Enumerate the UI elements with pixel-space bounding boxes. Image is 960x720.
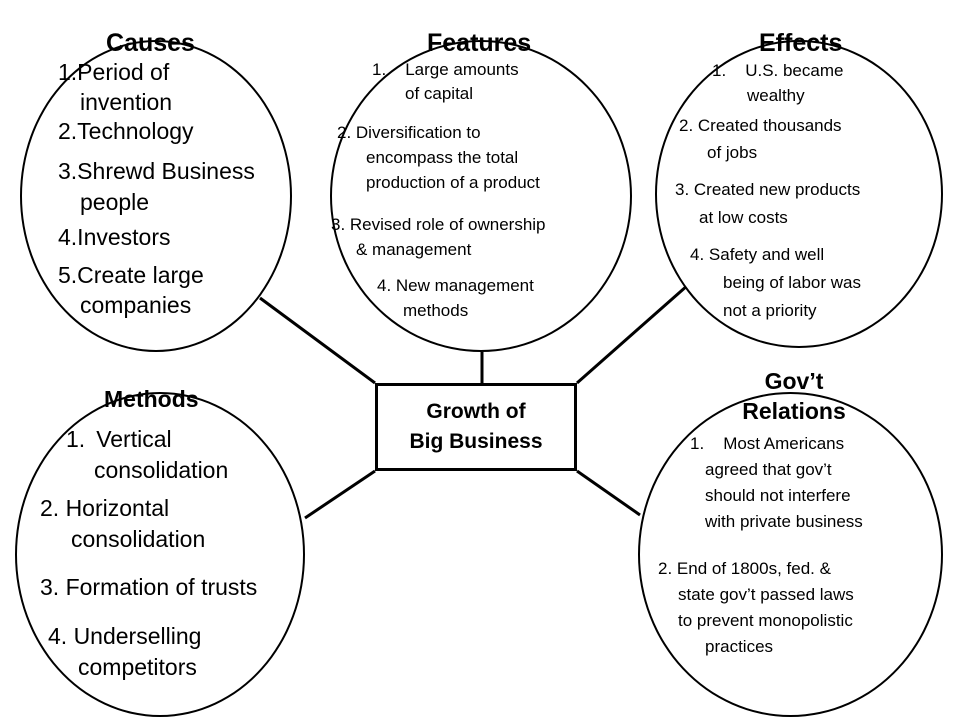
govt-ellipse <box>638 392 943 717</box>
effects-item-3: 3. Created new products at low costs <box>675 176 860 232</box>
features-ellipse <box>330 40 632 352</box>
causes-item-1-line1: 1.Period of <box>58 59 170 85</box>
features-item-3-line2: & management <box>356 240 472 259</box>
govt-item-1-line4: with private business <box>705 512 863 531</box>
govt-item-2-line3: to prevent monopolistic <box>678 611 853 630</box>
connector-methods <box>304 469 376 520</box>
methods-ellipse <box>15 392 305 717</box>
govt-item-1-line2: agreed that gov’t <box>705 460 832 479</box>
methods-item-1-line2: consolidation <box>94 457 229 483</box>
effects-title: Effects <box>759 29 843 57</box>
methods-item-3: 3. Formation of trusts <box>40 574 258 600</box>
govt-title-line1: Gov’t <box>764 368 824 394</box>
center-topic-box: Growth of Big Business <box>375 383 577 471</box>
govt-item-1-number: 1. <box>690 434 705 453</box>
govt-title: Gov’t Relations <box>726 366 862 426</box>
features-item-1-number: 1. <box>372 60 387 79</box>
features-item-3: 3. Revised role of ownership & managemen… <box>331 212 546 262</box>
methods-item-4-line1: 4. Underselling <box>48 623 202 649</box>
effects-item-3-line2: at low costs <box>699 208 788 227</box>
methods-item-4-line2: competitors <box>78 654 197 680</box>
govt-item-2: 2. End of 1800s, fed. & state gov’t pass… <box>658 556 854 660</box>
govt-item-2-line4: practices <box>705 637 774 656</box>
effects-item-3-line1: 3. Created new products <box>675 180 861 199</box>
features-item-4-line1: 4. New management <box>377 276 534 295</box>
effects-item-4-line3: not a priority <box>723 301 817 320</box>
govt-title-line2: Relations <box>742 398 846 424</box>
methods-item-1-line1: Vertical <box>96 426 172 452</box>
features-item-1-line1: Large amounts <box>405 60 519 79</box>
features-item-4: 4. New management methods <box>377 273 534 323</box>
connector-govt <box>576 469 641 517</box>
features-item-4-line2: methods <box>403 301 469 320</box>
methods-item-2: 2. Horizontal consolidation <box>40 493 205 555</box>
causes-item-3: 3.Shrewd Business people <box>58 156 255 218</box>
causes-item-2: 2.Technology <box>58 118 194 144</box>
effects-item-1: 1. U.S. became wealthy <box>712 58 843 108</box>
effects-ellipse <box>655 40 943 348</box>
effects-item-4-line2: being of labor was <box>723 273 861 292</box>
causes-item-3-line1: 3.Shrewd Business <box>58 158 255 184</box>
effects-item-2-line1: 2. Created thousands <box>679 116 842 135</box>
govt-item-2-line2: state gov’t passed laws <box>678 585 854 604</box>
causes-item-5-line2: companies <box>80 292 192 318</box>
connector-causes <box>259 296 376 385</box>
causes-item-1: 1.Period of invention <box>58 57 172 117</box>
effects-item-4: 4. Safety and well being of labor was no… <box>690 241 861 325</box>
causes-item-5-line1: 5.Create large <box>58 262 204 288</box>
methods-item-2-line2: consolidation <box>71 526 206 552</box>
effects-item-1-line1: U.S. became <box>745 61 844 80</box>
causes-item-1-line2: invention <box>80 89 173 115</box>
effects-item-2: 2. Created thousands of jobs <box>679 112 842 166</box>
center-title-line2: Big Business <box>409 430 543 453</box>
causes-item-3-line2: people <box>80 189 150 215</box>
features-item-2-line3: production of a product <box>366 173 540 192</box>
features-item-2-line2: encompass the total <box>366 148 519 167</box>
causes-item-4: 4.Investors <box>58 224 171 250</box>
features-item-1-line2: of capital <box>405 84 474 103</box>
causes-item-5: 5.Create large companies <box>58 260 204 320</box>
features-item-3-line1: 3. Revised role of ownership <box>331 215 546 234</box>
causes-ellipse <box>20 40 292 352</box>
center-title-line1: Growth of <box>426 399 526 423</box>
govt-item-1: 1. Most Americans agreed that gov’t shoul… <box>690 431 863 535</box>
features-item-1: 1. Large amounts of capital <box>372 58 519 106</box>
methods-item-1-number: 1. <box>66 426 86 452</box>
features-item-2: 2. Diversification to encompass the tota… <box>337 120 540 195</box>
features-item-2-line1: 2. Diversification to <box>337 123 481 142</box>
methods-item-1: 1. Vertical consolidation <box>66 424 228 486</box>
effects-item-4-line1: 4. Safety and well <box>690 245 825 264</box>
govt-item-1-line1: Most Americans <box>723 434 845 453</box>
govt-item-2-line1: 2. End of 1800s, fed. & <box>658 559 831 578</box>
effects-item-1-line2: wealthy <box>747 86 805 105</box>
methods-title: Methods <box>104 386 199 412</box>
methods-item-4: 4. Underselling competitors <box>48 621 201 683</box>
features-title: Features <box>427 29 532 57</box>
methods-item-2-line1: 2. Horizontal <box>40 495 170 521</box>
effects-item-1-number: 1. <box>712 61 727 80</box>
connector-effects <box>576 283 689 385</box>
effects-item-2-line2: of jobs <box>707 143 758 162</box>
govt-item-1-line3: should not interfere <box>705 486 851 505</box>
causes-title: Causes <box>106 29 195 57</box>
